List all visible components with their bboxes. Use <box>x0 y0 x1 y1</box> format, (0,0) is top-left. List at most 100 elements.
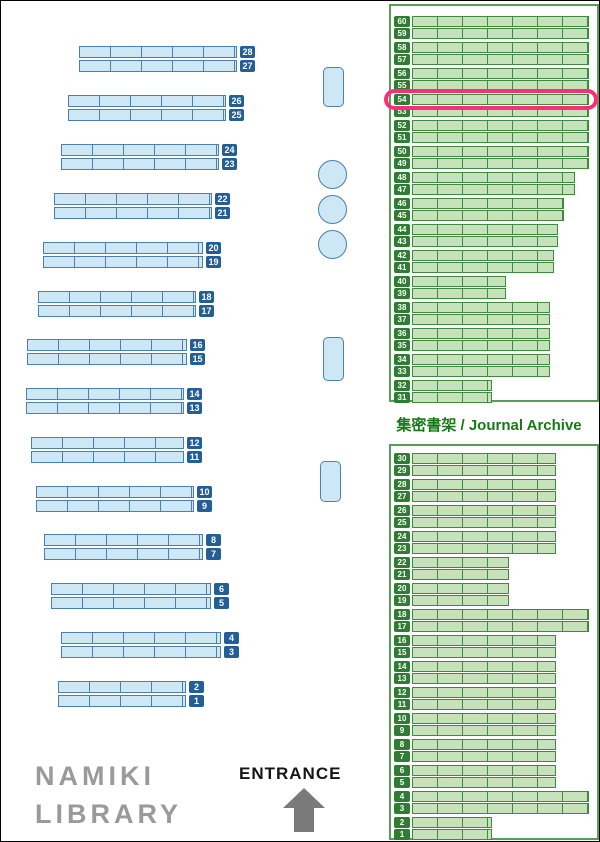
archive-shelf-number: 40 <box>394 276 410 287</box>
archive-shelf-number: 60 <box>394 16 410 27</box>
archive-shelf-bar <box>412 250 554 261</box>
left-shelf-number: 2 <box>189 681 204 693</box>
archive-shelf-number: 59 <box>394 28 410 39</box>
left-shelf-number: 18 <box>199 291 214 303</box>
left-shelf-bar <box>58 681 186 693</box>
archive-shelf-bar <box>412 465 556 476</box>
archive-shelf-number: 38 <box>394 302 410 313</box>
archive-shelf-number: 4 <box>394 791 410 802</box>
archive-shelf-number: 56 <box>394 68 410 79</box>
left-shelf-bar <box>31 437 184 449</box>
archive-shelf-number: 1 <box>394 829 410 840</box>
library-name: NAMIKI LIBRARY <box>35 757 182 833</box>
archive-shelf-bar <box>412 224 558 235</box>
archive-shelf-number: 6 <box>394 765 410 776</box>
archive-shelf-bar <box>412 120 589 131</box>
archive-shelf-number: 19 <box>394 595 410 606</box>
archive-shelf-number: 45 <box>394 210 410 221</box>
left-shelf-number: 19 <box>206 256 221 268</box>
archive-shelf-number: 52 <box>394 120 410 131</box>
archive-shelf-number: 28 <box>394 479 410 490</box>
left-shelf-number: 7 <box>206 548 221 560</box>
archive-shelf-number: 41 <box>394 262 410 273</box>
archive-shelf-bar <box>412 42 589 53</box>
archive-shelf-number: 58 <box>394 42 410 53</box>
left-shelf-bar <box>38 291 196 303</box>
archive-shelf-bar <box>412 340 550 351</box>
archive-shelf-bar <box>412 751 556 762</box>
archive-shelf-bar <box>412 236 558 247</box>
archive-shelf-bar <box>412 829 492 840</box>
archive-shelf-number: 42 <box>394 250 410 261</box>
archive-shelf-bar <box>412 172 575 183</box>
archive-shelf-number: 33 <box>394 366 410 377</box>
archive-shelf-bar <box>412 380 492 391</box>
left-shelf-bar <box>26 402 184 414</box>
archive-shelf-number: 39 <box>394 288 410 299</box>
archive-shelf-number: 31 <box>394 392 410 403</box>
left-shelf-bar <box>51 583 211 595</box>
left-shelf-bar <box>68 109 226 121</box>
left-shelf-number: 10 <box>197 486 212 498</box>
archive-shelf-number: 17 <box>394 621 410 632</box>
archive-shelf-number: 13 <box>394 673 410 684</box>
left-shelf-number: 14 <box>187 388 202 400</box>
archive-shelf-bar <box>412 531 556 542</box>
entrance-arrow-icon <box>283 788 325 832</box>
left-shelf-bar <box>38 305 196 317</box>
archive-shelf-number: 12 <box>394 687 410 698</box>
archive-shelf-bar <box>412 262 554 273</box>
archive-shelf-number: 53 <box>394 106 410 117</box>
left-shelf-number: 22 <box>215 193 230 205</box>
archive-shelf-number: 27 <box>394 491 410 502</box>
column-pillar <box>320 461 341 502</box>
left-shelf-number: 25 <box>229 109 244 121</box>
archive-shelf-bar <box>412 106 589 117</box>
left-shelf-number: 9 <box>197 500 212 512</box>
archive-shelf-bar <box>412 288 506 299</box>
archive-shelf-bar <box>412 661 556 672</box>
left-shelf-bar <box>43 256 203 268</box>
left-shelf-number: 21 <box>215 207 230 219</box>
archive-shelf-number: 37 <box>394 314 410 325</box>
archive-shelf-number: 7 <box>394 751 410 762</box>
left-shelf-bar <box>44 534 203 546</box>
left-shelf-bar <box>79 46 237 58</box>
archive-shelf-bar <box>412 366 550 377</box>
left-shelf-bar <box>61 158 219 170</box>
archive-shelf-bar <box>412 184 575 195</box>
left-shelf-bar <box>44 548 203 560</box>
left-shelf-number: 11 <box>187 451 202 463</box>
archive-shelf-number: 46 <box>394 198 410 209</box>
archive-shelf-number: 35 <box>394 340 410 351</box>
arrow-head <box>283 788 325 808</box>
archive-shelf-bar <box>412 557 509 568</box>
archive-shelf-number: 20 <box>394 583 410 594</box>
left-shelf-bar <box>43 242 203 254</box>
archive-shelf-bar <box>412 635 556 646</box>
library-name-line1: NAMIKI <box>35 761 155 791</box>
archive-shelf-bar <box>412 517 556 528</box>
left-shelf-bar <box>68 95 226 107</box>
archive-shelf-number: 23 <box>394 543 410 554</box>
left-shelf-number: 5 <box>214 597 229 609</box>
left-shelf-number: 26 <box>229 95 244 107</box>
archive-shelf-bar <box>412 132 589 143</box>
entrance-label: ENTRANCE <box>239 764 342 783</box>
archive-shelf-bar <box>412 392 492 403</box>
left-shelf-number: 4 <box>224 632 239 644</box>
archive-shelf-number: 15 <box>394 647 410 658</box>
archive-shelf-bar <box>412 80 589 91</box>
archive-shelf-bar <box>412 725 556 736</box>
archive-shelf-number: 3 <box>394 803 410 814</box>
archive-shelf-bar <box>412 198 564 209</box>
left-shelf-bar <box>27 339 187 351</box>
left-shelf-number: 8 <box>206 534 221 546</box>
left-shelf-bar <box>36 500 194 512</box>
left-shelf-bar <box>54 193 212 205</box>
archive-shelf-bar <box>412 479 556 490</box>
round-table <box>318 230 347 259</box>
